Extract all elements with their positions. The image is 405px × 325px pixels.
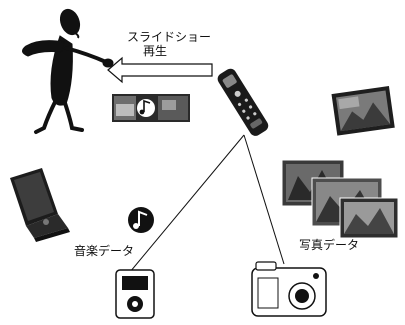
music-player-icon: [115, 269, 155, 319]
arrow-left-icon: [107, 56, 213, 84]
connector-line-music-player: [129, 134, 245, 273]
photo-data-label: 写真データ: [299, 238, 360, 252]
music-data-label: 音楽データ: [74, 244, 135, 258]
person-figure-icon: [22, 8, 114, 134]
connector-line-camera: [243, 134, 285, 265]
music-note-icon: [128, 207, 154, 233]
laptop-icon: [10, 168, 70, 242]
remote-control-icon: [217, 68, 269, 136]
slideshow-thumbnails-icon: [112, 94, 190, 122]
slideshow-label-line2: 再生: [143, 44, 168, 58]
digital-photo-frame-icon: [331, 86, 395, 136]
photo-stack-icon: [281, 159, 399, 239]
slideshow-label-line1: スライドショー: [127, 30, 212, 44]
digital-camera-icon: [251, 261, 327, 317]
